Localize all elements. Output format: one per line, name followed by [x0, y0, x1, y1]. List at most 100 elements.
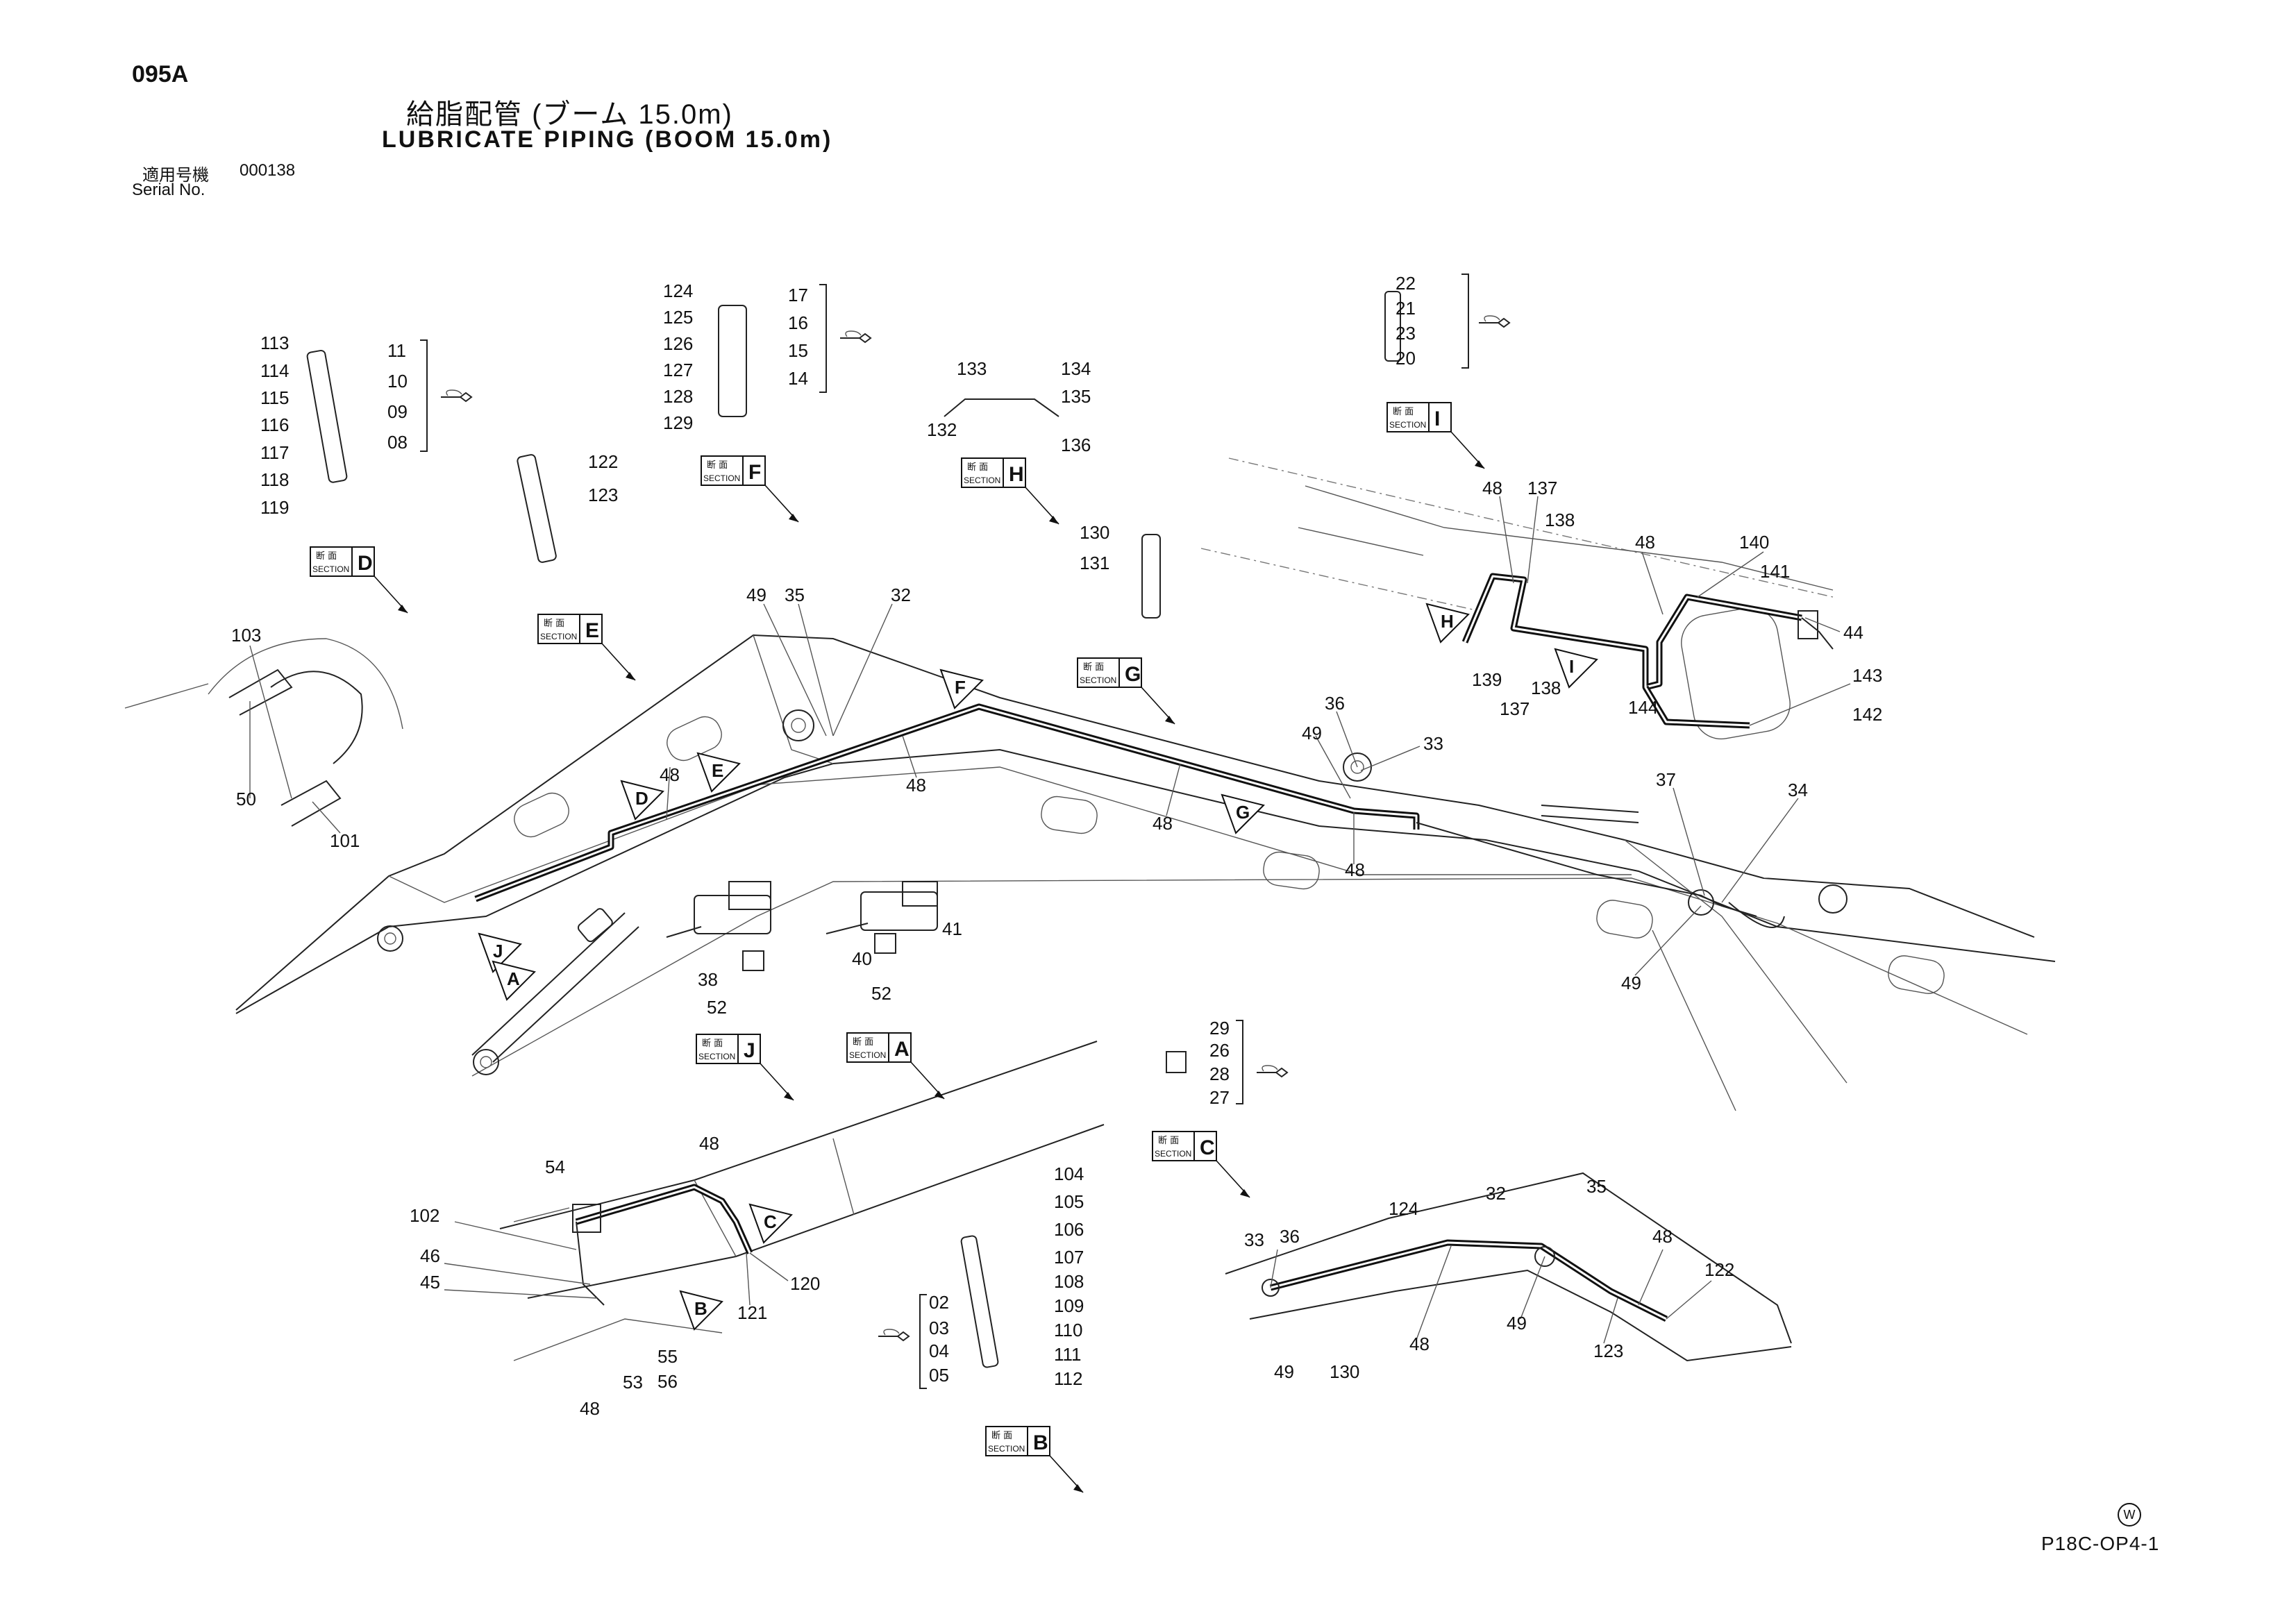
view-mark-j: J — [478, 932, 522, 973]
callout-102: 102 — [410, 1205, 439, 1226]
view-letter: F — [955, 677, 966, 698]
callout-44: 44 — [1843, 622, 1863, 643]
hand-icon — [441, 389, 473, 403]
callout-123: 123 — [588, 485, 618, 505]
fitting-clusters — [306, 291, 1401, 1368]
view-mark-d: D — [620, 780, 664, 821]
callout-139: 139 — [1472, 669, 1502, 690]
serial-value: 000138 — [240, 161, 296, 180]
view-letter: I — [1569, 656, 1574, 677]
callout-137: 137 — [1500, 698, 1530, 719]
section-label-en: SECTION — [1080, 675, 1116, 685]
callout-134: 134 — [1061, 358, 1091, 379]
revision-mark: W — [2118, 1503, 2141, 1527]
callout-118: 118 — [260, 469, 289, 490]
boom-head-detail — [1298, 485, 1834, 740]
callout-53: 53 — [623, 1372, 643, 1393]
callout-54: 54 — [545, 1157, 565, 1177]
callout-26: 26 — [1209, 1040, 1230, 1061]
section-label-jp: 断 面 — [702, 1038, 723, 1049]
callout-124: 124 — [1389, 1198, 1418, 1219]
callout-48: 48 — [1482, 478, 1502, 498]
callout-107: 107 — [1054, 1247, 1084, 1268]
callout-11: 11 — [387, 340, 406, 361]
callout-126: 126 — [663, 333, 693, 354]
callout-106: 106 — [1054, 1219, 1084, 1240]
section-letter: H — [1009, 463, 1024, 486]
view-letter: J — [493, 941, 503, 961]
callout-117: 117 — [260, 442, 289, 463]
section-label-en: SECTION — [964, 476, 1000, 485]
callout-48: 48 — [580, 1398, 600, 1419]
callout-50: 50 — [236, 789, 256, 809]
callout-127: 127 — [663, 360, 693, 380]
callout-09: 09 — [387, 401, 408, 422]
section-letter: J — [744, 1039, 755, 1062]
callout-23: 23 — [1396, 323, 1416, 344]
hand-icon — [878, 1329, 910, 1342]
section-label-en: SECTION — [540, 632, 577, 641]
view-letter: G — [1236, 802, 1250, 823]
callout-45: 45 — [420, 1272, 440, 1293]
callout-114: 114 — [260, 360, 289, 381]
callout-35: 35 — [1586, 1176, 1607, 1197]
callout-104: 104 — [1054, 1163, 1084, 1184]
main-boom-outline — [235, 457, 2056, 1111]
callout-04: 04 — [929, 1340, 949, 1361]
callout-129: 129 — [663, 412, 693, 433]
callout-48: 48 — [1345, 859, 1365, 880]
section-letter: A — [894, 1038, 910, 1061]
callout-110: 110 — [1054, 1320, 1082, 1340]
callout-105: 105 — [1054, 1191, 1084, 1212]
callout-48: 48 — [906, 775, 926, 796]
callout-121: 121 — [737, 1302, 767, 1323]
callout-130: 130 — [1080, 522, 1109, 543]
callout-115: 115 — [260, 387, 289, 408]
hand-icon — [1479, 315, 1511, 328]
view-letter: B — [694, 1298, 707, 1319]
callout-49: 49 — [1274, 1361, 1294, 1382]
callout-111: 111 — [1054, 1344, 1082, 1365]
callout-119: 119 — [260, 497, 289, 518]
hand-icon — [840, 330, 872, 344]
callout-49: 49 — [746, 585, 766, 605]
callout-33: 33 — [1244, 1229, 1264, 1250]
callout-103: 103 — [231, 625, 261, 646]
section-letter: B — [1033, 1431, 1048, 1454]
view-letter: E — [712, 760, 723, 781]
callout-36: 36 — [1325, 693, 1345, 714]
section-label-en: SECTION — [698, 1052, 735, 1061]
callout-55: 55 — [657, 1346, 678, 1367]
view-mark-h: H — [1425, 603, 1470, 644]
callout-46: 46 — [420, 1245, 440, 1266]
callout-10: 10 — [387, 371, 408, 392]
hand-icon — [1257, 1065, 1289, 1078]
callout-28: 28 — [1209, 1063, 1230, 1084]
section-label-jp: 断 面 — [316, 551, 337, 562]
callout-33: 33 — [1423, 733, 1443, 754]
callout-05: 05 — [929, 1365, 949, 1386]
serial-label-en: Serial No. — [132, 180, 206, 199]
callout-116: 116 — [260, 414, 289, 435]
view-letter: D — [635, 788, 648, 809]
callout-56: 56 — [657, 1371, 678, 1392]
leader-lines — [249, 496, 1851, 1344]
callout-21: 21 — [1396, 298, 1416, 319]
callout-141: 141 — [1760, 561, 1790, 582]
callout-108: 108 — [1054, 1271, 1084, 1292]
callout-132: 132 — [927, 419, 957, 440]
callout-27: 27 — [1209, 1087, 1230, 1108]
grouping-brackets — [420, 274, 1469, 1389]
callout-142: 142 — [1852, 704, 1882, 725]
callout-48: 48 — [1635, 532, 1655, 553]
page-title-en: LUBRICATE PIPING (BOOM 15.0m) — [382, 126, 833, 153]
boom-foot-detail — [499, 1041, 1105, 1361]
callout-122: 122 — [1704, 1259, 1734, 1280]
section-label-jp: 断 面 — [991, 1431, 1012, 1441]
